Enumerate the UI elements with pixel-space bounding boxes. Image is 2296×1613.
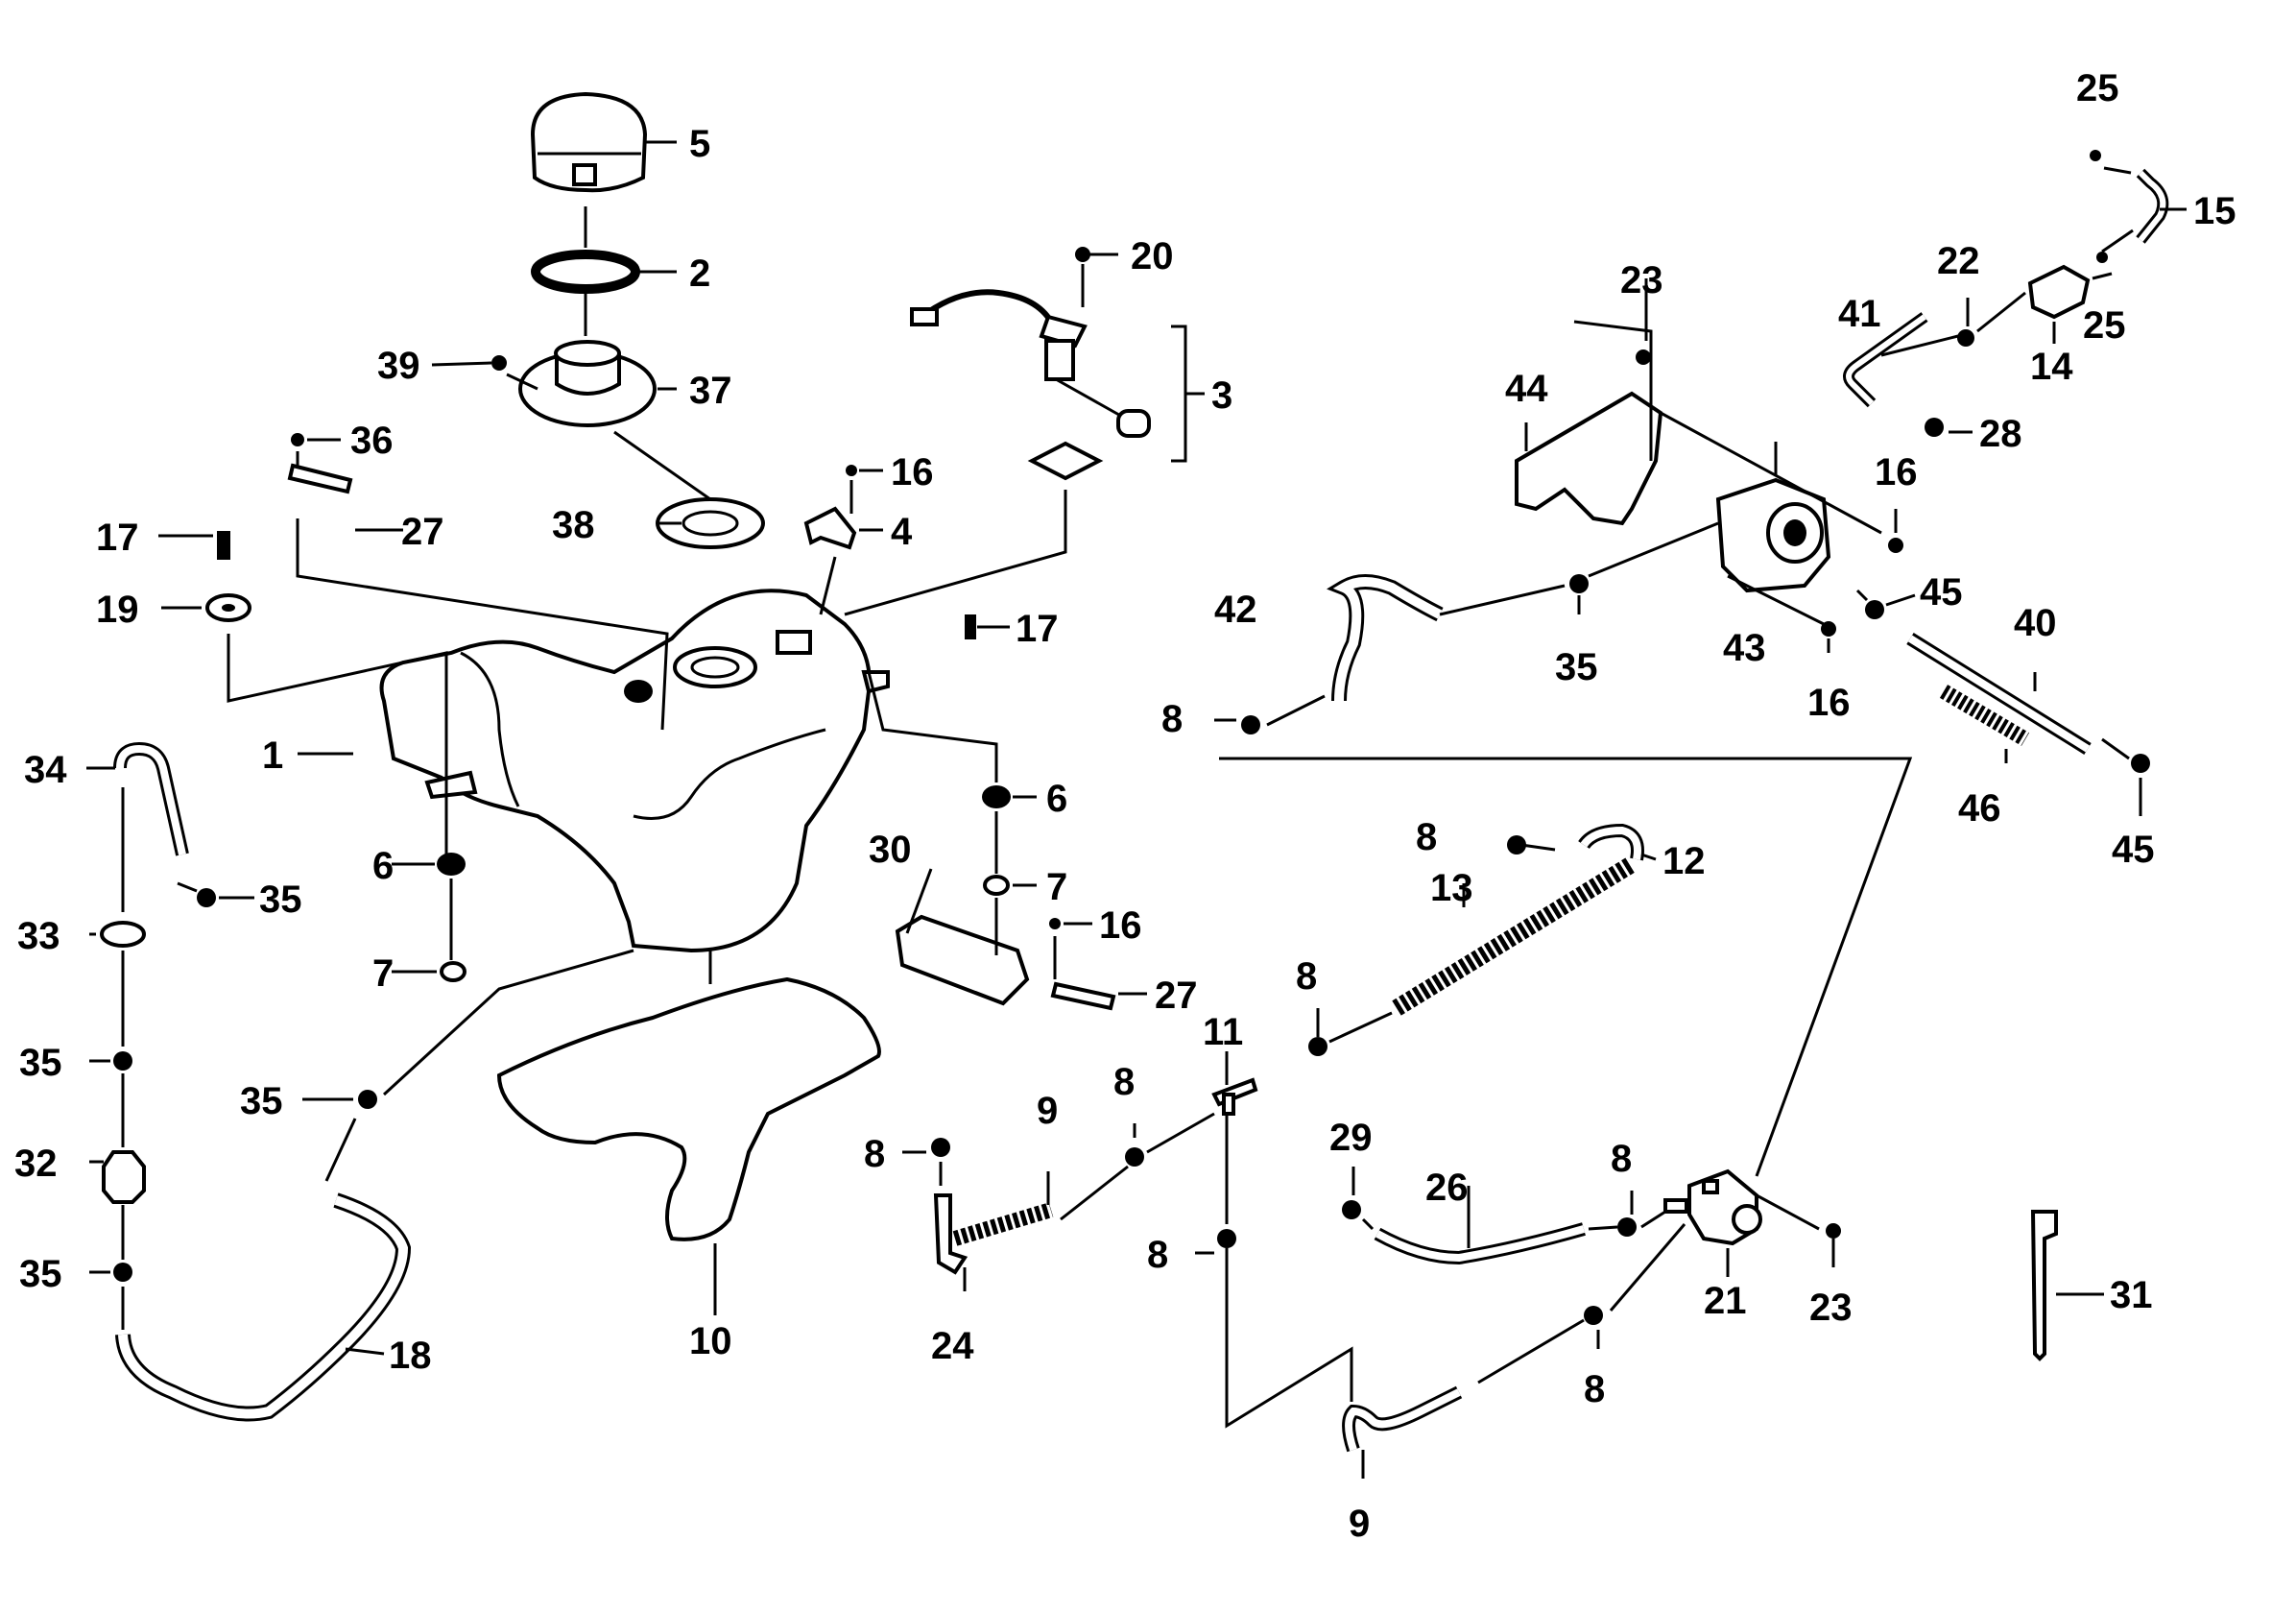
vent-hose-long — [115, 1192, 412, 1422]
label-31: 31 — [2110, 1274, 2153, 1316]
label-11: 11 — [1203, 1011, 1243, 1053]
label-41: 41 — [1838, 293, 1881, 335]
label-10: 10 — [689, 1320, 732, 1362]
label-17b: 17 — [1016, 608, 1059, 650]
label-8e: 8 — [864, 1133, 885, 1175]
label-37: 37 — [689, 370, 732, 412]
label-17a: 17 — [96, 517, 139, 559]
label-6b: 6 — [1046, 778, 1067, 820]
label-23b: 23 — [1809, 1287, 1853, 1329]
label-46: 46 — [1958, 787, 2001, 830]
label-34: 34 — [24, 749, 67, 791]
label-24: 24 — [931, 1325, 974, 1367]
label-15: 15 — [2193, 190, 2236, 232]
label-19: 19 — [96, 589, 139, 631]
fuel-valve — [1663, 1168, 1762, 1246]
label-8c: 8 — [1296, 955, 1317, 998]
clamp — [100, 921, 146, 948]
tie-band — [2030, 1210, 2058, 1361]
label-5: 5 — [689, 123, 710, 165]
leader-lines — [86, 140, 2187, 1479]
label-13: 13 — [1430, 867, 1473, 909]
o-ring — [531, 250, 640, 294]
spring-46 — [1939, 685, 2030, 746]
hose-9a — [952, 1202, 1054, 1246]
label-12: 12 — [1662, 840, 1706, 882]
label-20: 20 — [1131, 235, 1174, 277]
vent-filter — [102, 1150, 146, 1204]
label-30: 30 — [869, 829, 912, 871]
label-8b: 8 — [1416, 816, 1437, 858]
bolts — [217, 150, 2108, 1239]
hose-24 — [933, 1193, 969, 1275]
fuel-pump — [1715, 477, 1831, 593]
label-8h: 8 — [1584, 1368, 1605, 1410]
label-4: 4 — [891, 511, 913, 553]
label-32: 32 — [14, 1143, 58, 1185]
label-18: 18 — [389, 1335, 432, 1377]
label-36: 36 — [350, 420, 394, 462]
label-21: 21 — [1704, 1280, 1747, 1322]
fuel-cap — [530, 91, 648, 193]
label-9a: 9 — [1037, 1090, 1058, 1132]
label-39: 39 — [377, 345, 420, 387]
label-23a: 23 — [1620, 259, 1663, 301]
label-16a: 16 — [891, 451, 934, 494]
label-25a: 25 — [2076, 67, 2119, 109]
label-40: 40 — [2014, 602, 2057, 644]
label-16b: 16 — [1099, 904, 1142, 947]
heat-shield — [496, 976, 881, 1241]
label-14: 14 — [2030, 346, 2073, 388]
inline-filter — [2027, 264, 2091, 320]
label-1: 1 — [262, 734, 283, 777]
label-35c: 35 — [240, 1080, 283, 1122]
label-8a: 8 — [1161, 698, 1183, 740]
label-45b: 45 — [2112, 829, 2155, 871]
label-45a: 45 — [1920, 571, 1963, 614]
label-27b: 27 — [1155, 975, 1198, 1017]
label-29: 29 — [1329, 1117, 1373, 1159]
label-28: 28 — [1979, 413, 2022, 455]
label-6a: 6 — [372, 845, 394, 887]
filler-neck — [518, 340, 657, 427]
label-16c: 16 — [1875, 451, 1918, 494]
label-38: 38 — [552, 504, 595, 546]
tank-bracket — [803, 506, 857, 550]
label-26: 26 — [1425, 1167, 1469, 1209]
label-8f: 8 — [1147, 1234, 1168, 1276]
label-8g: 8 — [1611, 1138, 1632, 1180]
label-7a: 7 — [372, 952, 394, 995]
label-3: 3 — [1211, 374, 1232, 417]
hose-clamps — [113, 329, 2150, 1325]
label-35b: 35 — [19, 1042, 62, 1084]
label-2: 2 — [689, 253, 710, 295]
mount-bracket — [895, 914, 1030, 1006]
fuel-tank — [379, 589, 890, 953]
label-27a: 27 — [401, 511, 444, 553]
label-35a: 35 — [259, 879, 302, 921]
label-43: 43 — [1723, 627, 1766, 669]
label-8d: 8 — [1113, 1061, 1135, 1103]
label-35e: 35 — [1555, 646, 1598, 688]
fuel-sender — [910, 289, 1151, 481]
label-22: 22 — [1937, 240, 1980, 282]
label-44: 44 — [1505, 368, 1548, 410]
label-33: 33 — [17, 915, 60, 957]
label-42: 42 — [1214, 589, 1257, 631]
label-9b: 9 — [1349, 1503, 1370, 1545]
callout-labels: 5 2 39 37 36 27 38 17 19 1 6 7 20 3 16 4… — [14, 67, 2236, 1545]
label-16d: 16 — [1807, 682, 1851, 724]
label-7b: 7 — [1046, 866, 1067, 908]
pump-bracket — [1515, 391, 1663, 526]
label-35d: 35 — [19, 1253, 62, 1295]
label-25b: 25 — [2083, 304, 2126, 347]
